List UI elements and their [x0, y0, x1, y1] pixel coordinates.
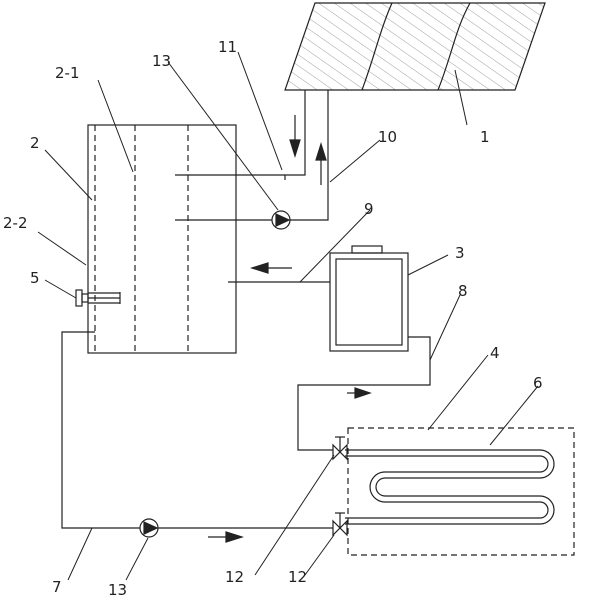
supply-pipe: [61, 331, 140, 529]
floor-heating-zone: [347, 427, 575, 556]
label-heater-return-pipe: 8: [458, 282, 468, 300]
flow-arrow-down-icon: [289, 115, 301, 159]
label-collector-return-pipe: 10: [378, 128, 397, 146]
label-floor-heating-zone: 4: [490, 344, 500, 362]
label-tank-inner-layer: 2-1: [55, 64, 80, 82]
flow-arrow-right-icon: [208, 531, 245, 543]
heating-coil: [345, 449, 555, 525]
flow-arrow-up-icon: [315, 141, 327, 185]
valve-upper: [332, 436, 348, 461]
heater-unit: [329, 245, 409, 352]
label-heater-feed-pipe: 9: [364, 200, 374, 218]
label-pump-upper: 13: [152, 52, 171, 70]
label-coil: 6: [533, 374, 543, 392]
flow-arrow-right-icon: [347, 387, 372, 399]
callout-labels: 1 2 2-1 2-2 3 4 5 6 7 8 9 10 11 13 13 12…: [3, 38, 543, 599]
label-valve-lower: 12: [288, 568, 307, 586]
collector-feed-pipe: [175, 90, 306, 180]
pump-upper: [271, 210, 291, 230]
flow-arrow-left-icon: [249, 262, 292, 274]
leader-lines: [37, 51, 539, 581]
solar-collector: [284, 2, 546, 91]
collector-return-pipe: [175, 90, 329, 221]
electric-heater: [75, 289, 121, 307]
label-collector-feed-pipe: 11: [218, 38, 237, 56]
heater-return-pipe: [297, 336, 431, 451]
storage-tank: [87, 124, 237, 354]
pump-lower: [139, 518, 159, 538]
label-pump-lower: 13: [108, 581, 127, 599]
valve-lower: [332, 512, 348, 537]
label-solar-collector: 1: [480, 128, 490, 146]
label-electric-heater: 5: [30, 269, 40, 287]
label-tank-outer-layer: 2-2: [3, 214, 28, 232]
label-supply-pipe: 7: [52, 578, 62, 596]
label-heater-unit: 3: [455, 244, 465, 262]
label-tank: 2: [30, 134, 40, 152]
label-valve-upper: 12: [225, 568, 244, 586]
